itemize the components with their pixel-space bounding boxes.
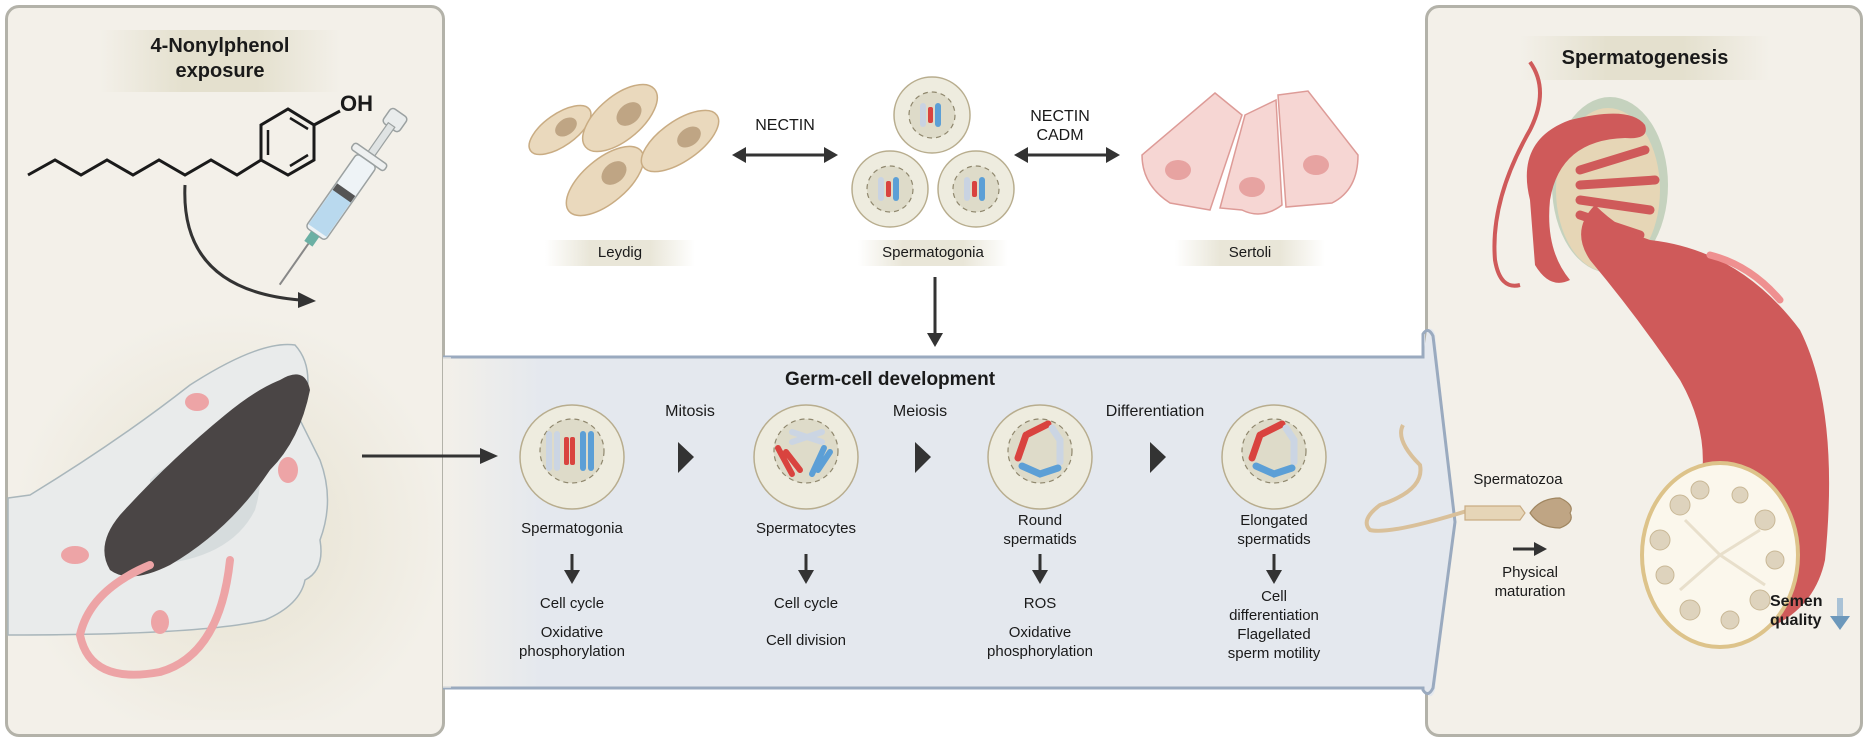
spermatogonia-sertoli-arrow: [1014, 147, 1120, 163]
maturation-arrow: [1513, 542, 1547, 556]
stage-spermatocytes-effects: Cell cycle Cell division: [726, 594, 886, 650]
effect-text: phosphorylation: [987, 643, 1093, 660]
spermatogenesis-title: Spermatogenesis: [1520, 36, 1770, 80]
exposure-to-band-arrow: [362, 448, 498, 464]
nectin-cadm-label: NECTIN CADM: [1020, 107, 1100, 145]
spermatogonia-top-label: Spermatogonia: [858, 240, 1008, 266]
sertoli-label: Sertoli: [1175, 240, 1325, 266]
nectin-label: NECTIN: [755, 117, 815, 134]
stage-spermatogonia-effects: Cell cycle Oxidative phosphorylation: [492, 594, 652, 661]
effect-text: Cell cycle: [773, 595, 839, 612]
germ-cell-title: Germ-cell development: [784, 369, 996, 390]
stage-name-line1: Elongated: [1240, 512, 1308, 529]
stage-elongated-spermatids-name: Elongated spermatids: [1194, 511, 1354, 549]
effect-text: Cell division: [765, 632, 847, 649]
transition-differentiation: Differentiation: [1105, 403, 1205, 420]
band-shape: [443, 328, 1455, 697]
semen-quality-label: Semen quality: [1770, 592, 1830, 630]
leydig-spermatogonia-arrow: [732, 147, 838, 163]
effect-text: ROS: [1023, 595, 1057, 612]
effect-text: sperm motility: [1227, 645, 1321, 662]
effect-text: Cell cycle: [539, 595, 605, 612]
stage-name-line2: spermatids: [1237, 531, 1311, 548]
semen-line: Semen: [1770, 593, 1823, 610]
transition-mitosis: Mitosis: [665, 403, 715, 420]
exposure-title-line2: exposure: [175, 60, 265, 82]
chevron-icon: [678, 442, 694, 473]
cadm-label: CADM: [1036, 127, 1084, 144]
hydroxyl-label: OH: [340, 91, 373, 116]
mouse-in-hand-illustration: [7, 343, 329, 679]
exposure-title: 4-Nonylphenol exposure: [100, 30, 340, 92]
effect-text: Flagellated: [1237, 626, 1311, 643]
spermatogonia-to-band-arrow: [927, 277, 943, 347]
maturation-line2: maturation: [1494, 583, 1566, 600]
chevron-icon: [1150, 442, 1166, 473]
syringe-icon: [278, 107, 408, 286]
stage-elongated-spermatids-effects: Cell differentiation Flagellated sperm m…: [1194, 587, 1354, 663]
leydig-label: Leydig: [545, 240, 695, 266]
leydig-cells-illustration: [528, 83, 720, 217]
stage-round-spermatids-name: Round spermatids: [960, 511, 1120, 549]
chevron-icon: [915, 442, 931, 473]
effect-text: differentiation: [1229, 607, 1319, 624]
stage-name-line2: spermatids: [1003, 531, 1077, 548]
quality-line: quality: [1770, 612, 1822, 629]
effect-text: Cell: [1261, 588, 1287, 605]
spermatogonia-cluster-illustration: [851, 76, 1015, 228]
stage-round-spermatids-effects: ROS Oxidative phosphorylation: [960, 594, 1120, 661]
stage-name-line1: Round: [1017, 512, 1063, 529]
effect-text: Oxidative: [1008, 624, 1072, 641]
sertoli-cells-illustration: [1141, 90, 1359, 215]
effect-text: Oxidative: [540, 624, 604, 641]
testis-epididymis-illustration: [1492, 60, 1830, 649]
physical-maturation-label: Physical maturation: [1480, 563, 1580, 601]
maturation-line1: Physical: [1502, 564, 1558, 581]
stage-spermatocytes-name: Spermatocytes: [755, 520, 857, 537]
nectin-label-right: NECTIN: [1030, 108, 1090, 125]
exposure-title-line1: 4-Nonylphenol: [150, 35, 290, 57]
spermatozoa-label: Spermatozoa: [1473, 471, 1563, 488]
decrease-arrow-icon: [1830, 598, 1850, 630]
stage-spermatogonia-name: Spermatogonia: [521, 520, 623, 537]
band-outline: [443, 329, 1457, 695]
transition-meiosis: Meiosis: [892, 403, 948, 420]
effect-text: phosphorylation: [519, 643, 625, 660]
nonylphenol-structure: [27, 107, 341, 308]
